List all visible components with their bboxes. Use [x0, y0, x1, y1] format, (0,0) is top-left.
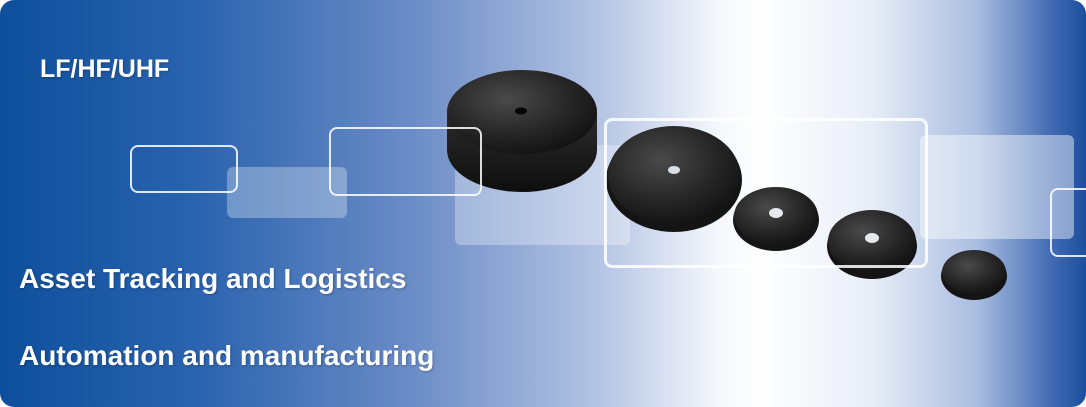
disc-large-thick: [447, 70, 597, 192]
decor-panel: [227, 167, 347, 218]
decor-panel: [920, 135, 1074, 239]
banner-heading: LF/HF/UHF: [40, 55, 170, 83]
disc-small: [733, 187, 819, 251]
decor-frame: [1050, 188, 1086, 257]
disc-small: [827, 210, 917, 279]
disc-medium: [606, 126, 742, 232]
decor-frame: [329, 127, 482, 196]
decor-frame: [130, 145, 238, 193]
disc-tiny: [941, 250, 1007, 300]
banner-line-asset-tracking: Asset Tracking and Logistics: [19, 263, 407, 294]
decor-frame: [604, 118, 928, 268]
banner-line-automation: Automation and manufacturing: [19, 340, 435, 371]
